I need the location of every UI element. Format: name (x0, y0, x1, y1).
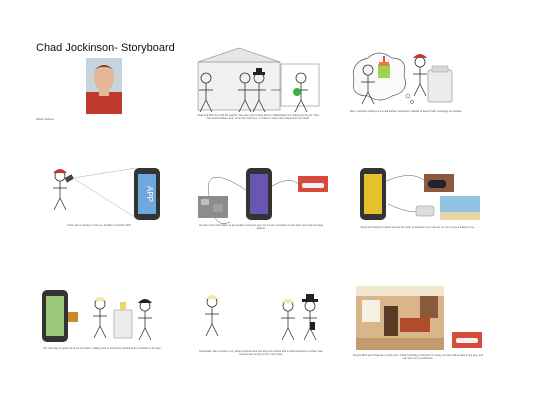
app-sign-label: APP (145, 186, 154, 202)
author-caption: Robert Jackson (36, 118, 55, 121)
panel-caption-3: Chad, who is always on the go, decides t… (67, 224, 131, 227)
author-portrait (86, 58, 122, 114)
page-title: Chad Jockinson- Storyboard (36, 42, 175, 54)
panel-caption-6: The next day he goes out to the purchase… (42, 347, 162, 350)
panel-caption-4: He puts in his information to get update… (198, 224, 324, 231)
panel-apartment-scene (356, 286, 482, 350)
panel-options-scene (360, 168, 480, 220)
panel-caption-5: Using with things he wants to pose the s… (360, 226, 476, 229)
panel-proposal-scene (204, 294, 318, 341)
panel-app-scene: APP (52, 167, 160, 220)
panel-caption-2: Beth, currently working in a small kitch… (350, 110, 462, 113)
panel-caption-8: Tonight Beth and Chad are on their own. … (352, 354, 484, 361)
panel-thought-scene (352, 52, 453, 105)
panel-search-scene (198, 168, 328, 224)
panel-purchase-scene (42, 290, 153, 342)
panel-house-scene (197, 47, 320, 113)
panel-caption-1: Chad and Beth live with his parents, has… (196, 114, 320, 121)
panel-caption-7: Eventually, after a week or so, Chad pro… (199, 350, 323, 357)
